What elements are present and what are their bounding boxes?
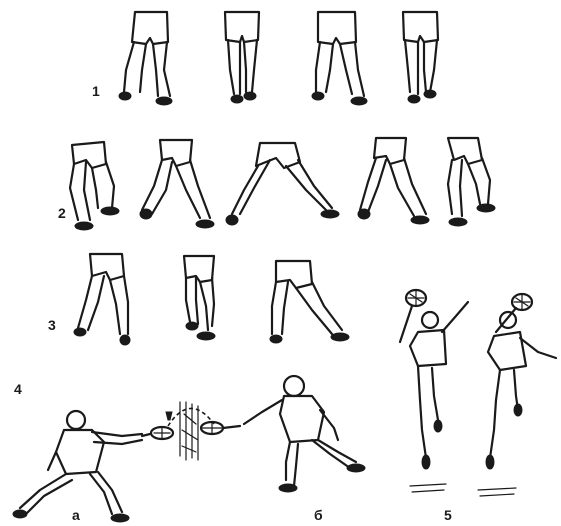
row2-stance-2 [140, 140, 214, 228]
row-2-label: 2 [58, 206, 66, 220]
row2-stance-5 [448, 138, 495, 226]
racket-a [142, 427, 173, 439]
row1-stance-2 [225, 12, 259, 103]
racket-b [201, 422, 240, 434]
row3-stance-1 [74, 254, 130, 345]
player-b-label: б [314, 508, 323, 522]
jump-smash-label: 5 [444, 508, 452, 522]
row-4-label: 4 [14, 382, 22, 396]
row2-stance-3 [226, 143, 339, 225]
row1-stance-1 [119, 12, 172, 105]
row3-stance-2 [184, 256, 215, 340]
row-1-label: 1 [92, 84, 100, 98]
row2-stance-4 [358, 138, 429, 224]
player-a [13, 411, 142, 522]
row2-stance-1 [70, 142, 119, 230]
row1-stance-3 [312, 12, 367, 105]
row-3-label: 3 [48, 318, 56, 332]
player-a-label: а [72, 508, 80, 522]
jumping-player-2 [478, 294, 556, 496]
jumping-player-1 [400, 290, 468, 492]
row3-stance-3 [270, 261, 349, 343]
row1-stance-4 [403, 12, 438, 103]
player-b [244, 376, 365, 492]
